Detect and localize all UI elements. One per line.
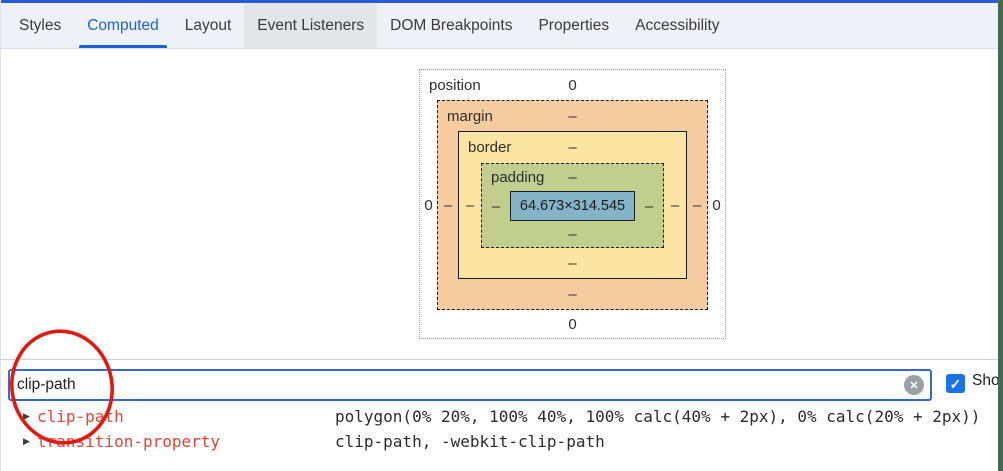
tab-event-listeners[interactable]: Event Listeners — [244, 3, 378, 48]
window-right-border — [998, 0, 1003, 471]
border-left-value[interactable]: – — [465, 197, 475, 214]
box-model-widget: position 0 0 margin – – border – — [419, 69, 726, 339]
padding-bottom-value[interactable]: – — [568, 225, 577, 243]
clear-filter-button[interactable]: ✕ — [904, 375, 924, 395]
box-model-position-layer[interactable]: position 0 0 margin – – border – — [419, 69, 726, 339]
position-label: position — [429, 76, 481, 94]
disclosure-triangle-icon[interactable]: ▶ — [23, 411, 30, 421]
property-value: clip-path, -webkit-clip-path — [335, 432, 605, 451]
tab-label: Styles — [19, 16, 62, 34]
padding-top-value[interactable]: – — [568, 169, 577, 186]
box-model-border-layer[interactable]: border – – padding – — [458, 131, 687, 279]
box-model-margin-layer[interactable]: margin – – border – – — [437, 100, 708, 310]
padding-left-value[interactable]: – — [491, 197, 501, 215]
property-name: transition-property — [37, 432, 221, 451]
property-row-clip-path[interactable]: ▶ clip-path polygon(0% 20%, 100% 40%, 10… — [1, 404, 998, 429]
tab-label: Computed — [87, 16, 159, 34]
window-left-border — [0, 0, 1, 471]
border-right-value[interactable]: – — [670, 197, 680, 214]
checkmark-icon: ✓ — [949, 375, 962, 392]
border-label: border — [468, 139, 512, 156]
filter-toolbar: ✕ ✓ Sho — [1, 359, 1000, 404]
tab-label: Layout — [184, 16, 232, 34]
tab-styles[interactable]: Styles — [6, 3, 74, 48]
border-bottom-value[interactable]: – — [568, 254, 577, 272]
tab-label: Event Listeners — [257, 16, 365, 34]
devtools-tabbar: Styles Computed Layout Event Listeners D… — [1, 3, 998, 49]
tab-properties[interactable]: Properties — [525, 3, 622, 48]
property-name: clip-path — [37, 407, 124, 426]
tab-label: Accessibility — [635, 16, 720, 34]
window-top-border — [0, 0, 1003, 3]
margin-bottom-value[interactable]: – — [568, 285, 577, 303]
position-left-value[interactable]: 0 — [424, 196, 433, 214]
tab-computed[interactable]: Computed — [74, 3, 172, 48]
active-tab-underline — [79, 45, 167, 48]
margin-label: margin — [447, 107, 493, 125]
tab-dom-breakpoints[interactable]: DOM Breakpoints — [377, 3, 525, 48]
box-model-padding-layer[interactable]: padding – – 64.673×314.545 – — [481, 163, 664, 248]
property-value: polygon(0% 20%, 100% 40%, 100% calc(40% … — [335, 407, 981, 426]
margin-top-value[interactable]: – — [568, 107, 577, 125]
border-top-value[interactable]: – — [568, 139, 577, 156]
padding-right-value[interactable]: – — [644, 197, 654, 215]
position-right-value[interactable]: 0 — [712, 196, 721, 214]
tab-label: DOM Breakpoints — [390, 16, 513, 34]
filter-input[interactable] — [8, 369, 932, 401]
margin-right-value[interactable]: – — [692, 196, 702, 214]
show-all-checkbox[interactable]: ✓ — [946, 374, 965, 393]
box-model-content-box[interactable]: 64.673×314.545 — [510, 191, 635, 221]
computed-properties-list: ▶ clip-path polygon(0% 20%, 100% 40%, 10… — [1, 404, 998, 454]
tab-layout[interactable]: Layout — [172, 3, 245, 48]
tab-label: Properties — [538, 16, 610, 34]
content-dimensions: 64.673×314.545 — [519, 198, 626, 214]
clear-icon: ✕ — [909, 379, 919, 392]
position-top-value[interactable]: 0 — [568, 76, 577, 94]
tab-accessibility[interactable]: Accessibility — [622, 3, 732, 48]
padding-label: padding — [491, 169, 545, 186]
position-bottom-value[interactable]: 0 — [568, 315, 577, 333]
show-all-label: Sho — [972, 372, 1000, 389]
property-row-transition-property[interactable]: ▶ transition-property clip-path, -webkit… — [1, 429, 998, 454]
margin-left-value[interactable]: – — [443, 196, 453, 214]
disclosure-triangle-icon[interactable]: ▶ — [23, 436, 30, 446]
